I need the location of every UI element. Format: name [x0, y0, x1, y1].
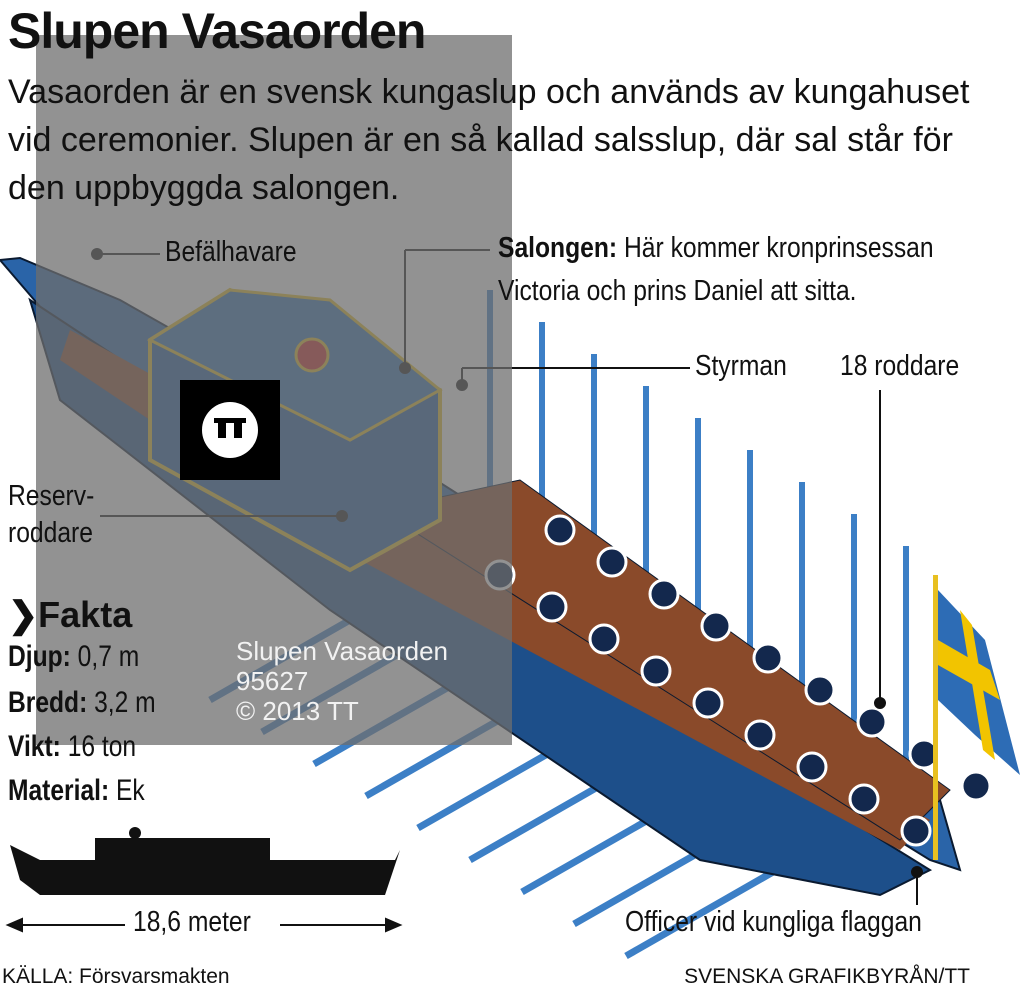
source-text: KÄLLA: Försvarsmakten — [2, 965, 230, 988]
label-befalhavare: Befälhavare — [165, 236, 297, 268]
label-officer: Officer vid kungliga flaggan — [625, 906, 922, 938]
rower — [856, 706, 888, 738]
rower — [536, 591, 568, 623]
length-label: 18,6 meter — [133, 906, 251, 938]
label-salongen-title: Salongen: — [498, 232, 618, 264]
intro-text: Vasaorden är en svensk kungaslup och anv… — [8, 73, 970, 207]
label-salongen-text2: Victoria och prins Daniel att sitta. — [498, 275, 857, 307]
label-styrman: Styrman — [695, 350, 787, 382]
credit-text: SVENSKA GRAFIKBYRÅN/TT — [684, 965, 970, 988]
rower — [752, 642, 784, 674]
flag-cross — [938, 640, 1000, 700]
watermark-line1: Slupen Vasaorden — [236, 636, 449, 666]
flag-cross-v — [960, 610, 995, 760]
rower — [700, 610, 732, 642]
fact-material: Material: Ek — [8, 774, 145, 807]
flag-pole — [933, 575, 938, 860]
rower — [900, 815, 932, 847]
label-reserv1: Reserv- — [8, 480, 95, 512]
boat-silhouette — [10, 827, 400, 895]
rower — [640, 655, 672, 687]
watermark-line3: © 2013 TT — [236, 696, 359, 726]
rower — [744, 719, 776, 751]
page-title: Slupen Vasaorden — [8, 3, 426, 59]
rower — [960, 770, 992, 802]
rower — [544, 514, 576, 546]
fact-djup: Djup: 0,7 m — [8, 640, 140, 673]
rower — [796, 751, 828, 783]
rower — [596, 546, 628, 578]
rower — [588, 623, 620, 655]
fakta-heading: ❯Fakta — [8, 594, 132, 636]
rower — [848, 783, 880, 815]
fact-vikt: Vikt: 16 ton — [8, 730, 137, 763]
label-reserv2: roddare — [8, 517, 93, 549]
label-roddare: 18 roddare — [840, 350, 960, 382]
watermark-line2: 95627 — [236, 666, 309, 696]
fakta-heading-text: Fakta — [38, 594, 133, 635]
rower — [804, 674, 836, 706]
length-arrow — [5, 917, 403, 933]
label-salongen-text: Här kommer kronprinsessan — [623, 232, 934, 264]
chevron-right-icon: ❯ — [8, 594, 39, 635]
tt-logo — [180, 380, 280, 480]
rower — [648, 578, 680, 610]
fact-bredd: Bredd: 3,2 m — [8, 686, 156, 719]
rower — [692, 687, 724, 719]
label-salongen: Salongen: Här kommer kronprinsessan — [498, 232, 934, 265]
